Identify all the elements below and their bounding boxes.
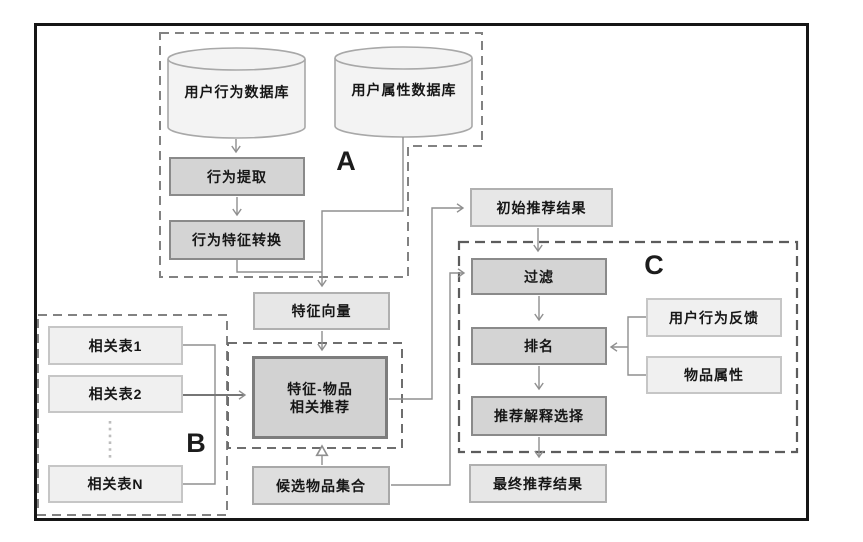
- node-explain-select: 推荐解释选择: [471, 396, 607, 436]
- outer-frame: [34, 23, 809, 521]
- node-feature-vector: 特征向量: [253, 292, 390, 330]
- node-table-n: 相关表N: [48, 465, 183, 503]
- edge-rec-to-initialresult: [389, 203, 465, 400]
- node-behavior-feature-convert: 行为特征转换: [169, 220, 305, 260]
- node-behavior-extract: 行为提取: [169, 157, 305, 196]
- connectors: [108, 137, 646, 486]
- group-c-label: C: [644, 249, 664, 280]
- edge-convert-join: [236, 260, 322, 273]
- node-feature-item-rec-line1: 特征-物品: [287, 380, 353, 397]
- cylinder-shapes: [167, 46, 473, 139]
- node-user-behavior-db: 用户行为数据库: [184, 84, 290, 100]
- edge-tables-collector: [183, 344, 216, 485]
- node-rank: 排名: [471, 327, 607, 365]
- edge-feedback-bracket: [627, 316, 646, 376]
- node-user-feedback: 用户行为反馈: [646, 298, 782, 337]
- node-final-result: 最终推荐结果: [469, 464, 607, 503]
- node-table-2: 相关表2: [48, 375, 183, 413]
- node-initial-result: 初始推荐结果: [470, 188, 613, 227]
- user-behavior-db-cylinder: [167, 47, 306, 139]
- feature-item-rec-outline: [227, 342, 403, 449]
- node-candidate-set: 候选物品集合: [252, 466, 390, 505]
- edge-candidate-to-filter: [391, 268, 466, 486]
- node-user-attr-db: 用户属性数据库: [351, 82, 457, 98]
- group-a-label: A: [336, 145, 356, 176]
- edge-attrdb-to-featurevector: [317, 137, 404, 288]
- group-outlines: [37, 32, 799, 516]
- group-b-label: B: [186, 427, 206, 458]
- node-table-1: 相关表1: [48, 326, 183, 365]
- user-attr-db-cylinder: [334, 46, 473, 138]
- node-item-attr: 物品属性: [646, 356, 782, 394]
- group-a-outline: [159, 32, 483, 278]
- node-filter: 过滤: [471, 258, 607, 295]
- group-c-outline: [457, 240, 799, 454]
- node-feature-item-rec-line2: 相关推荐: [290, 398, 350, 415]
- node-feature-item-rec: 特征-物品 相关推荐: [252, 356, 388, 439]
